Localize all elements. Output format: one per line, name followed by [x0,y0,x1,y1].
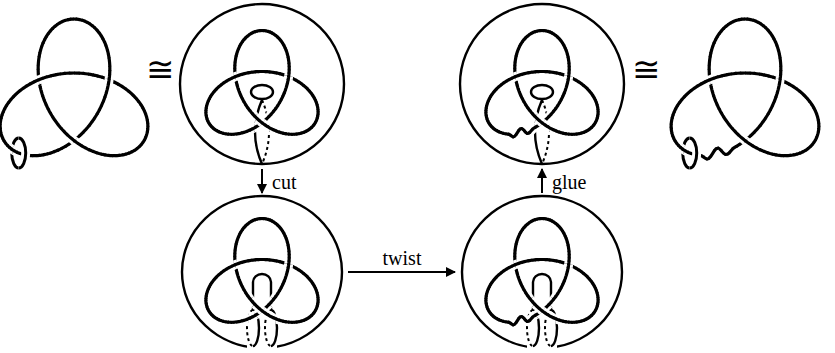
knot-strand [206,31,318,135]
knot-segment [14,94,17,97]
knot-line [14,94,17,97]
crossing-gap [14,94,17,97]
solid-torus [182,196,342,352]
torus-outline [462,196,622,348]
figures [0,4,819,352]
solid-torus [462,196,622,352]
knot-segment [286,239,288,242]
crossing-gap [34,79,44,83]
knot-line [280,319,283,323]
knot-figure [0,19,148,168]
torus-outline [182,196,342,348]
knot-segment [216,275,218,277]
knot-segment [216,87,218,89]
cut-face [253,310,259,346]
knot-segment [286,51,288,54]
cut-face [271,310,277,346]
knot-strand [206,219,318,323]
knot-line [285,239,289,242]
torus-hole [251,85,273,99]
crossing-gap [282,51,292,54]
knot-line [285,51,289,54]
meridian-back [12,138,19,168]
solid-torus [180,4,344,164]
cut-face [551,310,557,346]
cut-opening [527,342,557,352]
knot-line [280,131,283,135]
cut-face [533,310,539,346]
knot-line [216,275,218,277]
knot-segment [280,320,283,322]
knot-segment [97,153,101,154]
crossing-gap [282,239,292,242]
cut-slot [533,274,551,310]
cut-slot [253,274,271,310]
knot-segment [106,46,107,50]
torus-outline [180,4,344,164]
crossing-gap [216,87,218,89]
crossing-gap [106,46,107,50]
meridian-front [19,138,26,168]
crossing-gap [216,275,218,277]
meridian-gap [19,138,26,168]
knot-line [216,87,218,89]
knot-strand [486,219,598,325]
crossing-gap [97,153,101,154]
knot-line [106,46,107,50]
knot-line [97,153,101,154]
knot-segment [280,132,283,134]
crossing-gap [280,128,283,138]
crossing-gap [280,316,283,326]
cut-opening [247,342,277,352]
